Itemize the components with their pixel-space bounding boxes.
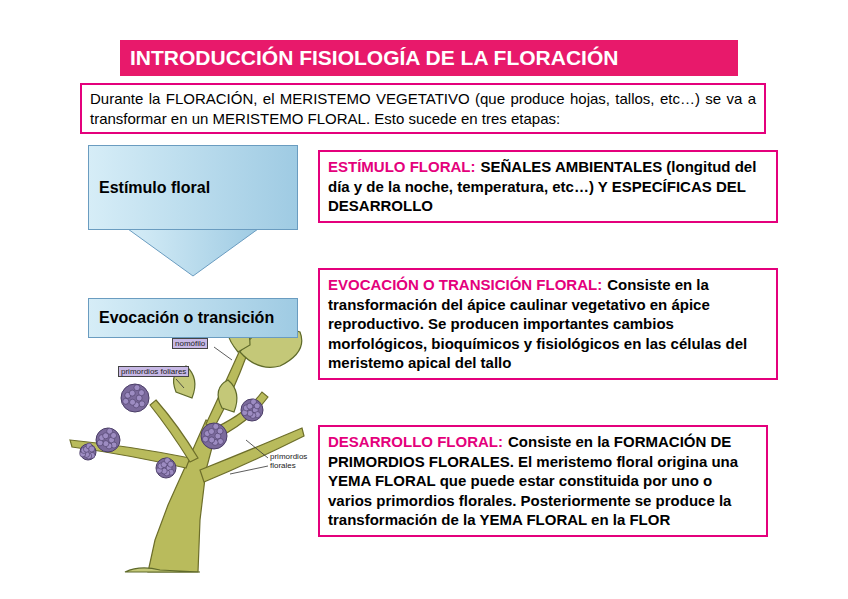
- box-text: Estímulo floral: [99, 179, 210, 197]
- title-band: INTRODUCCIÓN FISIOLOGÍA DE LA FLORACIÓN: [120, 40, 738, 76]
- intro-box: Durante la FLORACIÓN, el MERISTEMO VEGET…: [80, 83, 766, 134]
- description-box: DESARROLLO FLORAL:Consiste en la FORMACI…: [318, 425, 768, 537]
- box-text: Durante la FLORACIÓN, el MERISTEMO VEGET…: [90, 90, 756, 127]
- box-heading: EVOCACIÓN O TRANSICIÓN FLORAL:: [328, 276, 602, 293]
- description-box: ESTÍMULO FLORAL:SEÑALES AMBIENTALES (lon…: [318, 150, 778, 223]
- box-heading: DESARROLLO FLORAL:: [328, 433, 503, 450]
- part-label: nomófilo: [172, 338, 208, 349]
- stage-box: Estímulo floral: [88, 145, 298, 230]
- part-label: primordios foliares: [118, 366, 189, 377]
- description-box: EVOCACIÓN O TRANSICIÓN FLORAL:Consiste e…: [318, 268, 778, 380]
- stage-box: Evocación o transición: [88, 298, 298, 338]
- flow-arrow: [128, 229, 258, 276]
- box-heading: ESTÍMULO FLORAL:: [328, 158, 475, 175]
- box-text: Evocación o transición: [99, 309, 274, 327]
- part-label: primordios florales: [270, 452, 316, 470]
